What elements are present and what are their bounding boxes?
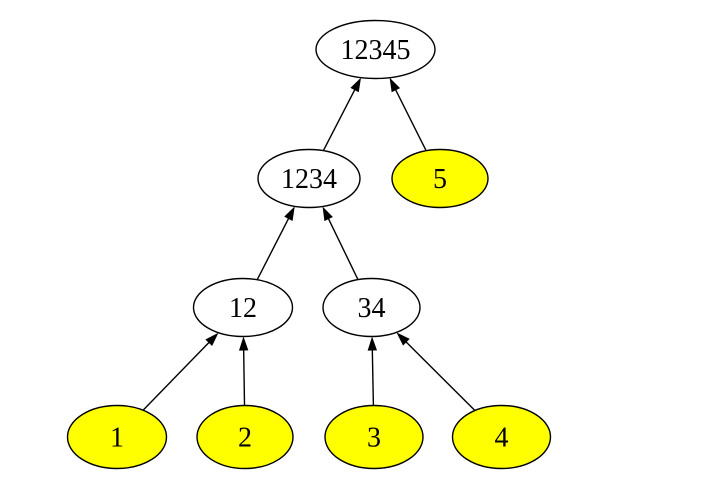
- node-1: 1: [66, 404, 168, 470]
- node-label-1234: 1234: [281, 164, 337, 195]
- edge-1-to-12: [142, 341, 210, 411]
- node-label-12345: 12345: [341, 35, 411, 66]
- node-label-34: 34: [358, 293, 386, 324]
- node-12345: 12345: [315, 19, 436, 80]
- edge-3-to-34: [371, 349, 375, 406]
- node-4: 4: [451, 404, 552, 470]
- node-5: 5: [391, 148, 489, 209]
- node-ellipse-4: [451, 404, 552, 470]
- arrowhead-3-to-34: [367, 336, 378, 351]
- node-ellipse-1: [66, 404, 168, 470]
- node-label-5: 5: [433, 164, 447, 195]
- node-label-3: 3: [367, 423, 381, 454]
- node-3: 3: [324, 404, 424, 470]
- edge-5-to-12345: [394, 88, 427, 152]
- node-ellipse-3: [324, 404, 424, 470]
- node-label-12: 12: [229, 293, 257, 324]
- node-34: 34: [322, 277, 421, 338]
- arrowhead-2-to-12: [238, 336, 249, 351]
- node-1234: 1234: [257, 148, 361, 209]
- arrowhead-4-to-34: [396, 332, 410, 346]
- node-ellipse-1234: [257, 148, 361, 209]
- node-ellipse-12345: [315, 19, 436, 80]
- edge-12-to-1234: [256, 217, 290, 281]
- edge-34-to-1234: [327, 217, 359, 280]
- edge-4-to-34: [405, 341, 476, 412]
- arrowhead-12-to-1234: [284, 206, 295, 221]
- node-ellipse-2: [196, 404, 294, 470]
- arrowhead-1234-to-12345: [350, 77, 362, 93]
- node-12: 12: [192, 277, 294, 338]
- node-ellipse-12: [192, 277, 294, 338]
- node-2: 2: [196, 404, 294, 470]
- edge-2-to-12: [242, 349, 246, 406]
- arrowhead-1-to-12: [205, 332, 219, 347]
- node-label-4: 4: [495, 423, 509, 454]
- edge-1234-to-12345: [322, 88, 356, 151]
- arrowhead-34-to-1234: [322, 206, 333, 222]
- node-label-1: 1: [110, 423, 124, 454]
- node-ellipse-5: [391, 148, 489, 209]
- arrowhead-5-to-12345: [389, 77, 401, 93]
- node-ellipse-34: [322, 277, 421, 338]
- node-label-2: 2: [238, 423, 252, 454]
